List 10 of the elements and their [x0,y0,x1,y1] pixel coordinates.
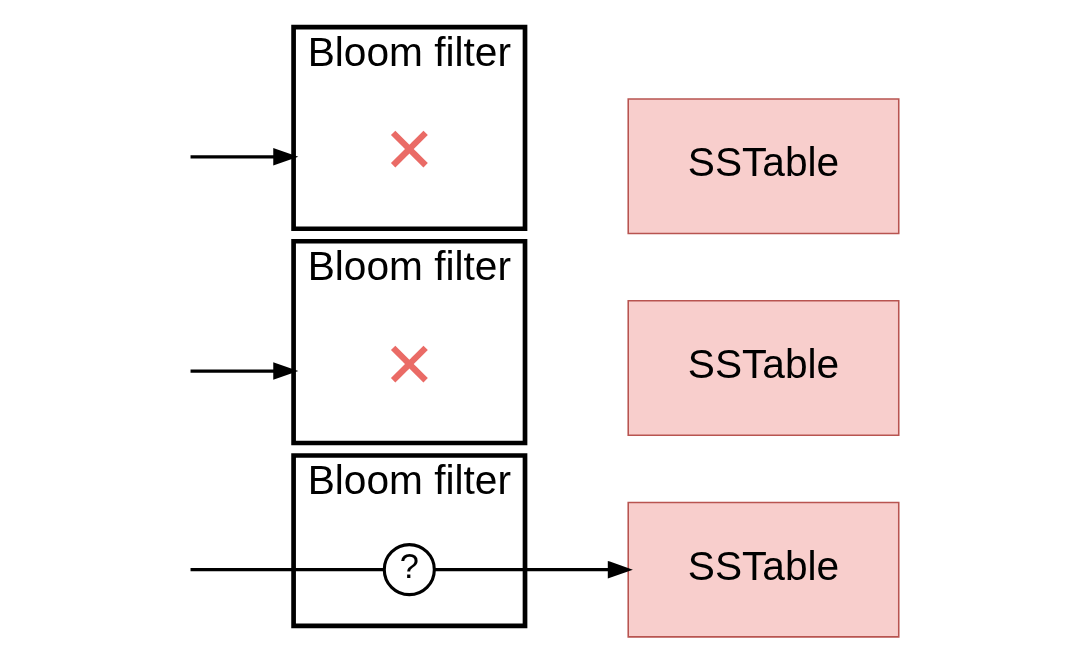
arrow [433,560,633,579]
connector [190,568,384,572]
node-text: ✕ [382,115,436,186]
node-text: ✕ [382,329,436,400]
node-box: SSTable [626,98,900,235]
arrow [190,148,298,166]
node-box: SSTable [626,501,900,638]
node-box: SSTable [626,299,900,436]
arrow [190,362,298,380]
node-circle: ? [382,543,436,597]
